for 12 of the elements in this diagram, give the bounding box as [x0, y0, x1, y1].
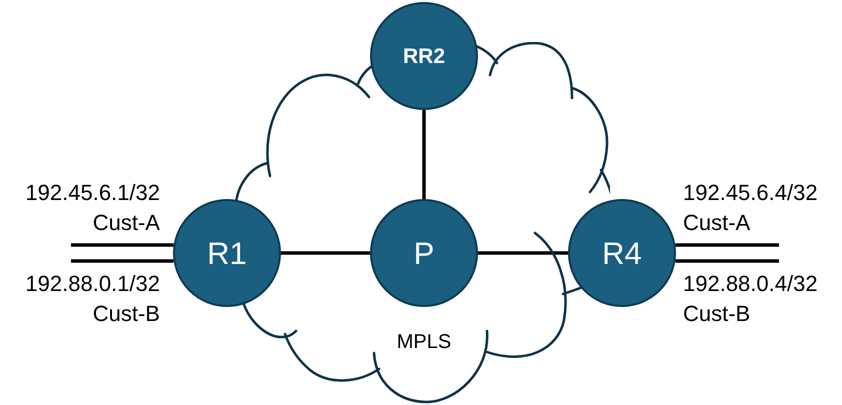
cloud-label: MPLS [396, 332, 452, 352]
node-label: R4 [602, 238, 642, 268]
link-line [675, 259, 779, 263]
link-line [478, 251, 568, 255]
link-line [422, 110, 426, 199]
node-label: P [414, 238, 434, 268]
link-line [281, 251, 370, 255]
node-label: R1 [207, 238, 247, 268]
link-line [71, 259, 174, 263]
link-line [675, 243, 779, 247]
link-line [71, 243, 174, 247]
node-label: RR2 [402, 46, 445, 66]
